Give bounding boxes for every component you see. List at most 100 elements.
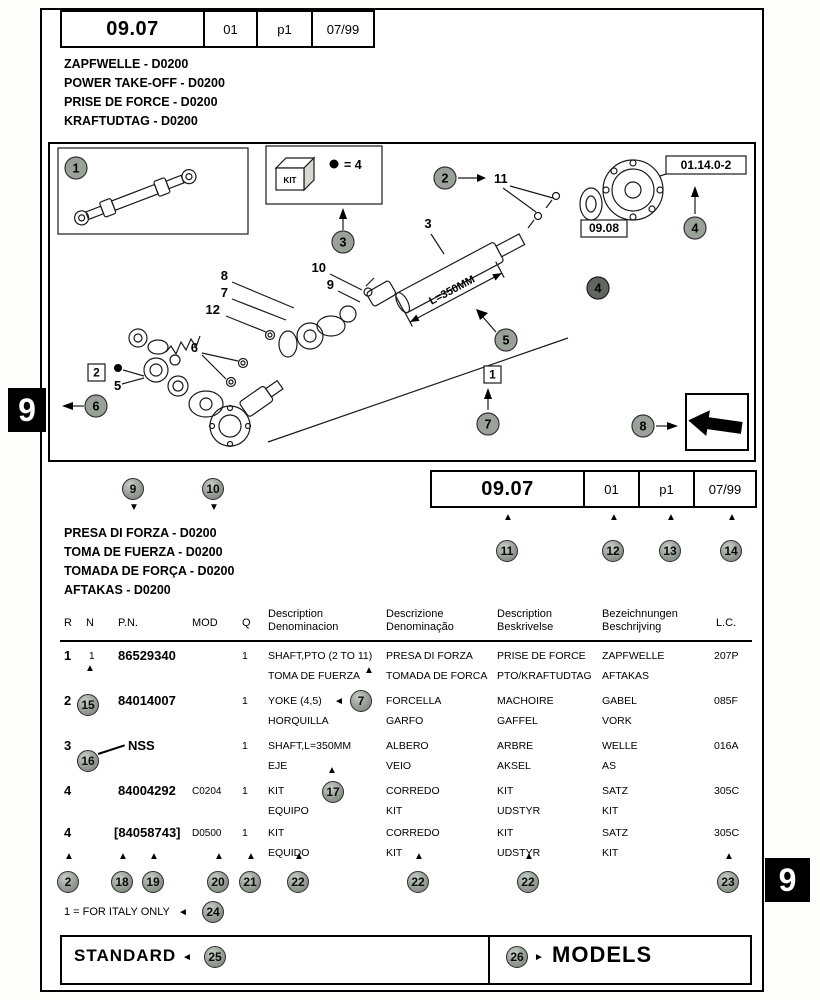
up-arrow-icon: ▲ (524, 851, 534, 862)
cell-desc: SATZ (602, 827, 629, 839)
cell-mod: C0204 (192, 786, 222, 797)
title-dutch: AFTAKAS - D0200 (64, 583, 171, 597)
title-italian: PRESA DI FORZA - D0200 (64, 526, 217, 540)
title-french: PRISE DE FORCE - D0200 (64, 95, 218, 109)
callout-20: 20 (207, 871, 229, 893)
cell-desc: CORREDO (386, 827, 440, 839)
svg-text:5: 5 (503, 334, 510, 348)
svg-text:8: 8 (640, 420, 647, 434)
callout-13: 13 (659, 540, 681, 562)
cell-qty: 1 (242, 650, 248, 662)
item-3-label: 3 (424, 216, 431, 231)
up-arrow-icon: ▲ (327, 765, 337, 776)
callout-14: 14 (720, 540, 742, 562)
right-arrow-icon (667, 422, 678, 430)
header-cell-code: 09.07 (60, 10, 205, 48)
callout-12: 12 (602, 540, 624, 562)
cell-desc: KIT (268, 785, 285, 797)
item-5-label: 5 (114, 378, 121, 393)
item-8-label: 8 (221, 268, 228, 283)
callout-22b: 22 (407, 871, 429, 893)
cell-ref: 2 (64, 693, 72, 708)
item-6-label: 6 (191, 340, 198, 355)
titles-mid: PRESA DI FORZA - D0200 TOMA DE FUERZA - … (64, 524, 234, 600)
cell-desc: SATZ (602, 785, 629, 797)
callout-6: 6 (84, 394, 108, 418)
cell-desc: KIT (602, 847, 619, 859)
cell-part-number: 86529340 (118, 648, 176, 663)
boxed-ref-2: 2 (87, 363, 106, 382)
callout-2-table: 2 (57, 871, 79, 893)
up-arrow-icon: ▲ (64, 851, 74, 862)
inset-assembled-view: 1 (57, 147, 249, 235)
cell-desc: PRESA DI FORZA (386, 650, 473, 662)
up-arrow-icon: ▲ (214, 851, 224, 862)
bullet-icon (114, 364, 122, 372)
cell-desc: FORCELLA (386, 695, 442, 707)
callout-16: 16 (77, 750, 99, 772)
left-arrow-icon (62, 402, 73, 410)
callout-7-table: 7 (350, 690, 372, 712)
header-cell-sheet: 01 (203, 10, 258, 48)
cell-desc: SHAFT,L=350MM (268, 740, 352, 752)
svg-text:1: 1 (73, 162, 80, 176)
sheet-number: 01 (223, 21, 238, 37)
callout-17: 17 (322, 781, 344, 803)
svg-text:09.08: 09.08 (589, 221, 619, 235)
date-code: 07/99 (708, 481, 742, 497)
col-header-line: Description (268, 608, 324, 620)
svg-text:7: 7 (485, 418, 492, 432)
cell-desc: AKSEL (497, 760, 531, 772)
cell-desc: TOMADA DE FORCA (386, 670, 488, 682)
col-header-line: Denominação (386, 621, 454, 633)
header-cell-date: 07/99 (693, 470, 757, 508)
cell-part-number: [84058743] (114, 825, 181, 840)
cell-ref: 4 (64, 783, 72, 798)
page-number: p1 (277, 21, 292, 37)
section-number: 9 (18, 391, 36, 428)
cell-desc: VEIO (386, 760, 412, 772)
cell-desc: CORREDO (386, 785, 440, 797)
cross-reference-box: 01.14.0-2 (665, 155, 747, 175)
section-tab-left: 9 (8, 388, 46, 432)
up-arrow-icon: ▲ (666, 512, 676, 523)
kit-box: KIT = 4 (265, 145, 383, 205)
up-arrow-icon: ▲ (118, 851, 128, 862)
svg-text:4: 4 (692, 222, 699, 236)
cell-qty: 1 (242, 827, 248, 839)
footer-box (60, 935, 752, 985)
up-arrow-icon (339, 208, 347, 219)
cell-desc: UDSTYR (497, 805, 541, 817)
cell-desc: SHAFT,PTO (2 TO 11) (268, 650, 373, 662)
cell-qty: 1 (242, 695, 248, 707)
cell-lc: 016A (714, 740, 739, 752)
up-arrow-icon: ▲ (246, 851, 256, 862)
item-12-label: 12 (206, 302, 220, 317)
header-table-top: 09.07 01 p1 07/99 (60, 10, 375, 48)
svg-text:4: 4 (595, 282, 602, 296)
up-arrow-icon: ▲ (724, 851, 734, 862)
cell-note: 1 (89, 651, 95, 662)
title-danish: KRAFTUDTAG - D0200 (64, 114, 198, 128)
header-rule (60, 640, 752, 642)
cell-desc: UDSTYR (497, 847, 541, 859)
cell-desc: VORK (602, 715, 632, 727)
left-arrow-icon: ◄ (178, 907, 188, 918)
page-number: p1 (659, 481, 674, 497)
header-cell-page: p1 (256, 10, 313, 48)
up-arrow-icon: ▲ (85, 663, 95, 674)
cell-desc: MACHOIRE (497, 695, 554, 707)
callout-22c: 22 (517, 871, 539, 893)
title-german: ZAPFWELLE - D0200 (64, 57, 189, 71)
cell-desc: GABEL (602, 695, 638, 707)
ujoint-cluster: 10 9 8 7 12 6 (191, 260, 397, 388)
models-label: MODELS (552, 942, 653, 967)
cell-desc: GAFFEL (497, 715, 538, 727)
up-arrow-icon: ▲ (503, 512, 513, 523)
cell-qty: 1 (242, 740, 248, 752)
kit-label: KIT (284, 176, 297, 185)
